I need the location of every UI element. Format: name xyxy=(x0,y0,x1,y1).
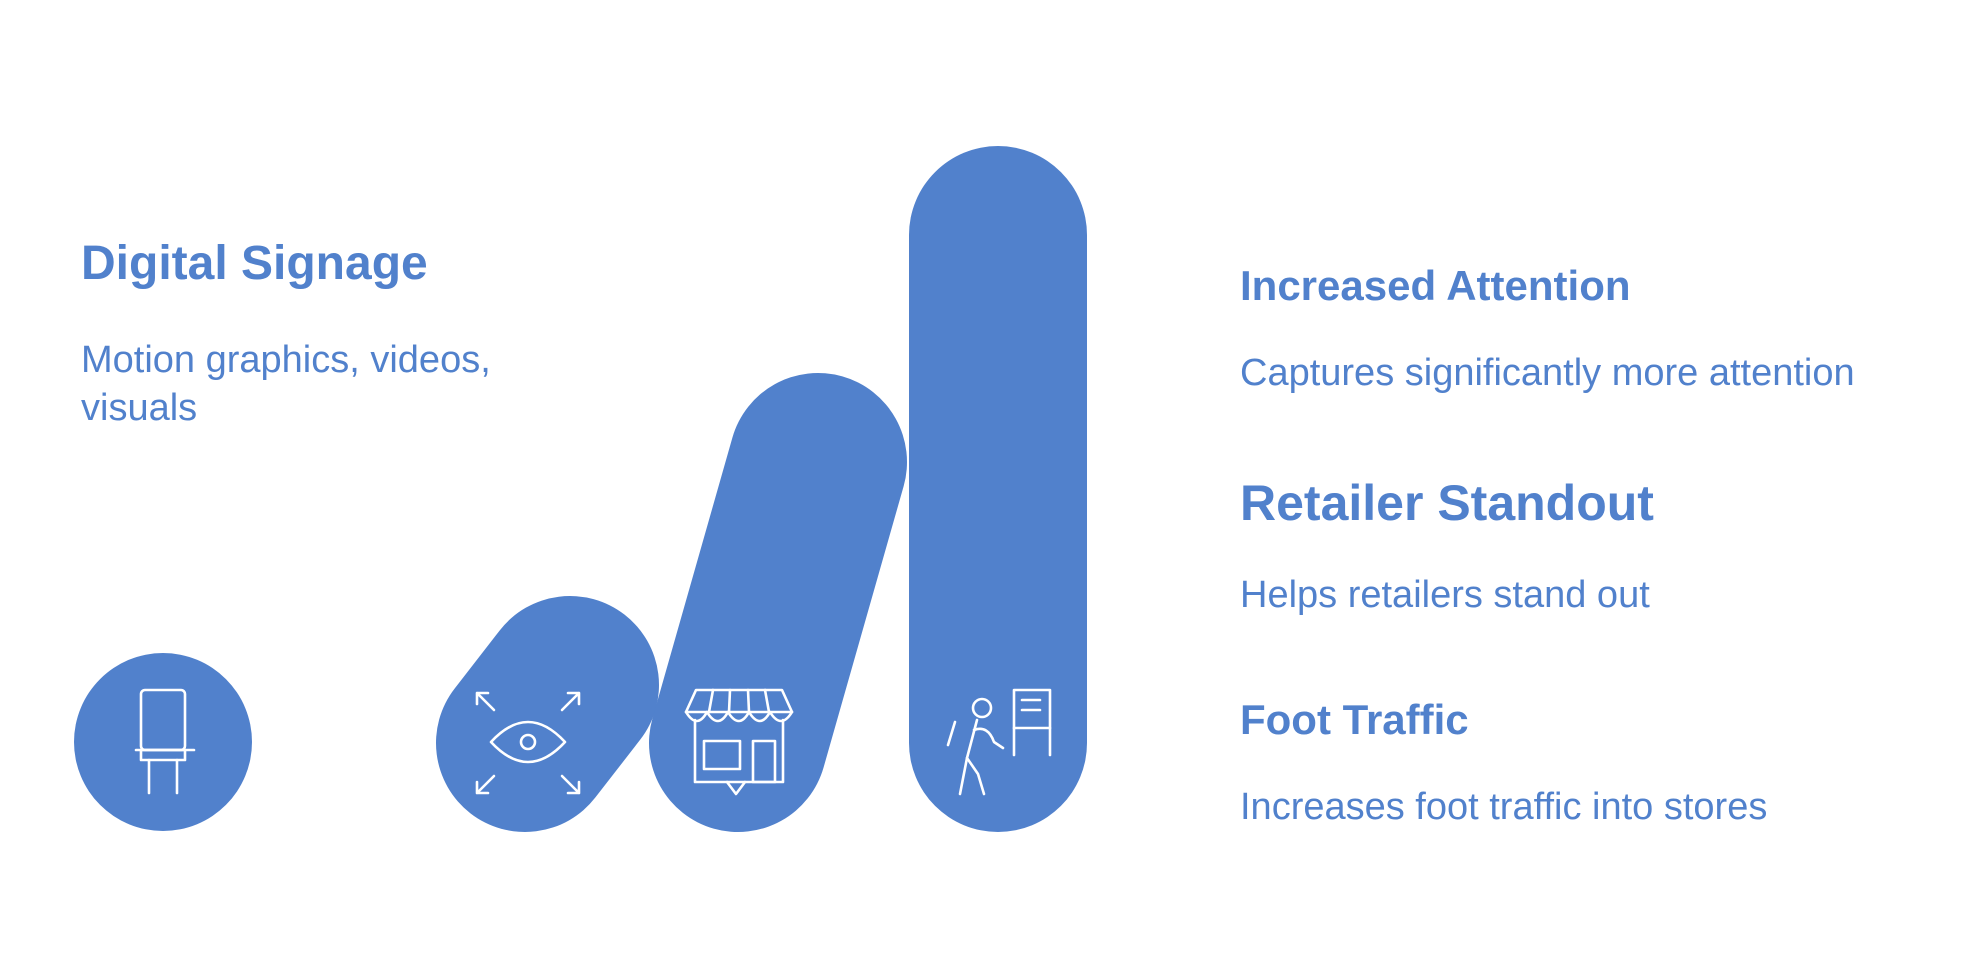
person-walking-to-sign-icon xyxy=(946,688,1052,796)
stage-3-shape xyxy=(649,373,907,832)
benefit-desc-attention: Captures significantly more attention xyxy=(1240,352,1855,394)
benefit-title-foot-traffic: Foot Traffic xyxy=(1240,696,1469,743)
benefit-desc-foot-traffic: Increases foot traffic into stores xyxy=(1240,786,1768,828)
diagram-description: Motion graphics, videos, visuals xyxy=(81,339,491,429)
benefit-title-standout: Retailer Standout xyxy=(1240,475,1654,531)
stage-2-shape xyxy=(436,596,659,832)
eye-focus-icon xyxy=(475,691,581,795)
diagram-title: Digital Signage xyxy=(81,237,428,290)
benefit-title-attention: Increased Attention xyxy=(1240,262,1631,309)
digital-sign-icon xyxy=(134,688,196,795)
storefront-icon xyxy=(684,688,794,796)
stage-1-shape xyxy=(74,653,252,831)
benefit-desc-standout: Helps retailers stand out xyxy=(1240,574,1650,616)
